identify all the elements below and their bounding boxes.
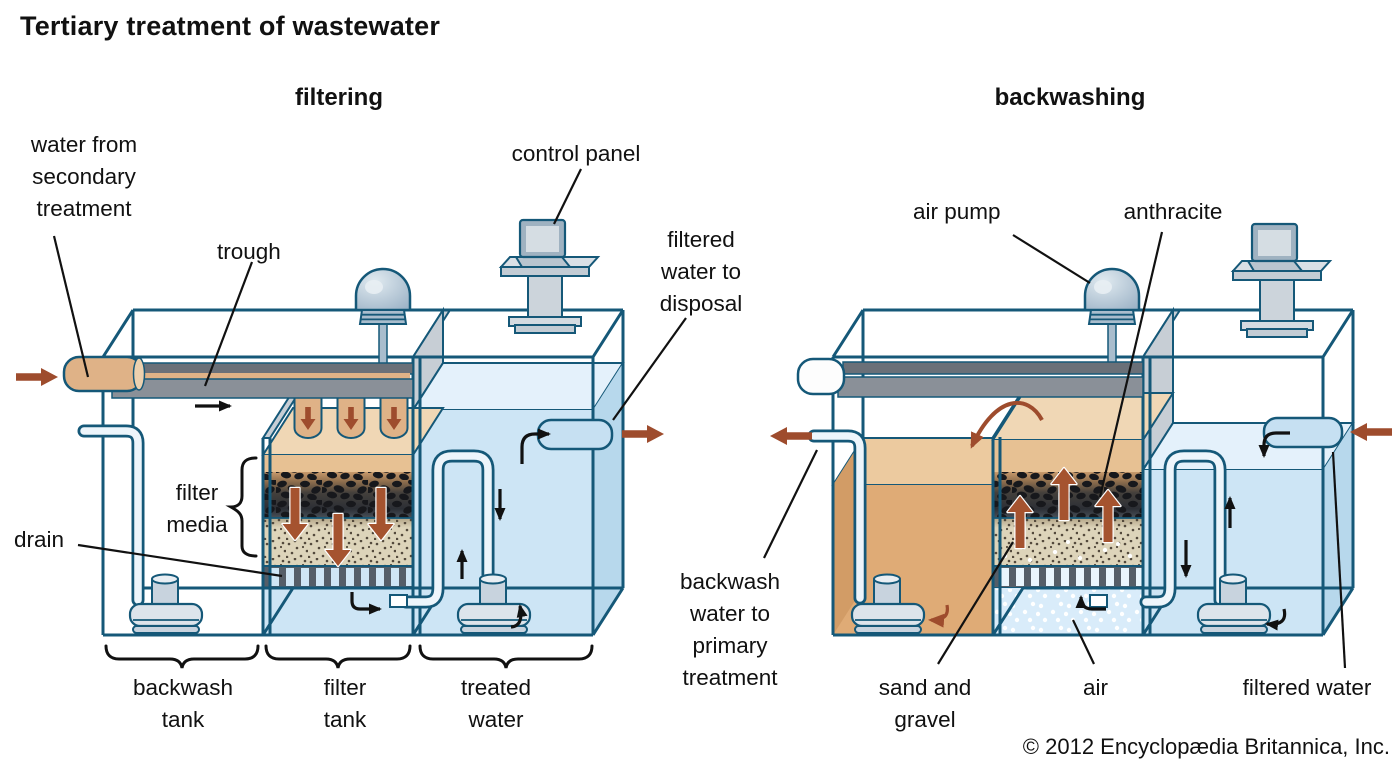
flow-arrows xyxy=(16,368,664,629)
air-pump-icon xyxy=(1083,267,1141,326)
drain-outlet-stub xyxy=(389,594,408,608)
copyright-notice: © 2012 Encyclopædia Britannica, Inc. xyxy=(1022,734,1390,759)
trough xyxy=(837,361,1144,398)
drain-inlet-stub xyxy=(1089,594,1108,608)
label-filter-tank: filter tank xyxy=(323,675,367,732)
trough xyxy=(111,362,414,399)
label-filtered-water: filtered water xyxy=(1242,675,1372,700)
control-panel-icon xyxy=(1231,222,1332,339)
label-backwash-tank: backwash tank xyxy=(132,675,234,732)
flow-arrows xyxy=(770,401,1392,631)
label-sand-and-gravel: sand and gravel xyxy=(878,675,972,732)
leader-lines xyxy=(52,168,1347,669)
treated-water-fill xyxy=(411,362,625,635)
label-air-pump: air pump xyxy=(913,199,1001,224)
control-panel-icon xyxy=(499,218,600,335)
label-anthracite: anthracite xyxy=(1123,199,1223,224)
label-filter-media: filter media xyxy=(166,480,228,537)
filtering-diagram xyxy=(16,218,664,637)
air-pump-icon xyxy=(354,267,412,326)
disposal-pipe xyxy=(536,418,614,451)
inlet-pipe-empty xyxy=(796,357,846,396)
filtered-water-pipe xyxy=(1262,416,1344,449)
label-water-from-secondary: water from secondary treatment xyxy=(30,132,138,221)
anthracite-layer xyxy=(263,472,413,518)
label-air: air xyxy=(1083,675,1109,700)
label-treated-water: treated water xyxy=(460,675,532,732)
label-control-panel: control panel xyxy=(511,141,641,166)
label-drain: drain xyxy=(14,527,65,552)
section-heading-backwashing: backwashing xyxy=(994,84,1146,111)
section-heading-filtering: filtering xyxy=(295,84,383,111)
page-title: Tertiary treatment of wastewater xyxy=(20,11,441,41)
label-filtered-water-to-disposal: filtered water to disposal xyxy=(659,227,743,316)
label-backwash-water-to-primary: backwash water to primary treatment xyxy=(679,569,781,690)
braces xyxy=(104,456,594,669)
inlet-pipe xyxy=(62,355,146,393)
label-trough: trough xyxy=(217,239,281,264)
backwashing-diagram xyxy=(770,222,1392,637)
backwash-pipe xyxy=(77,424,145,607)
